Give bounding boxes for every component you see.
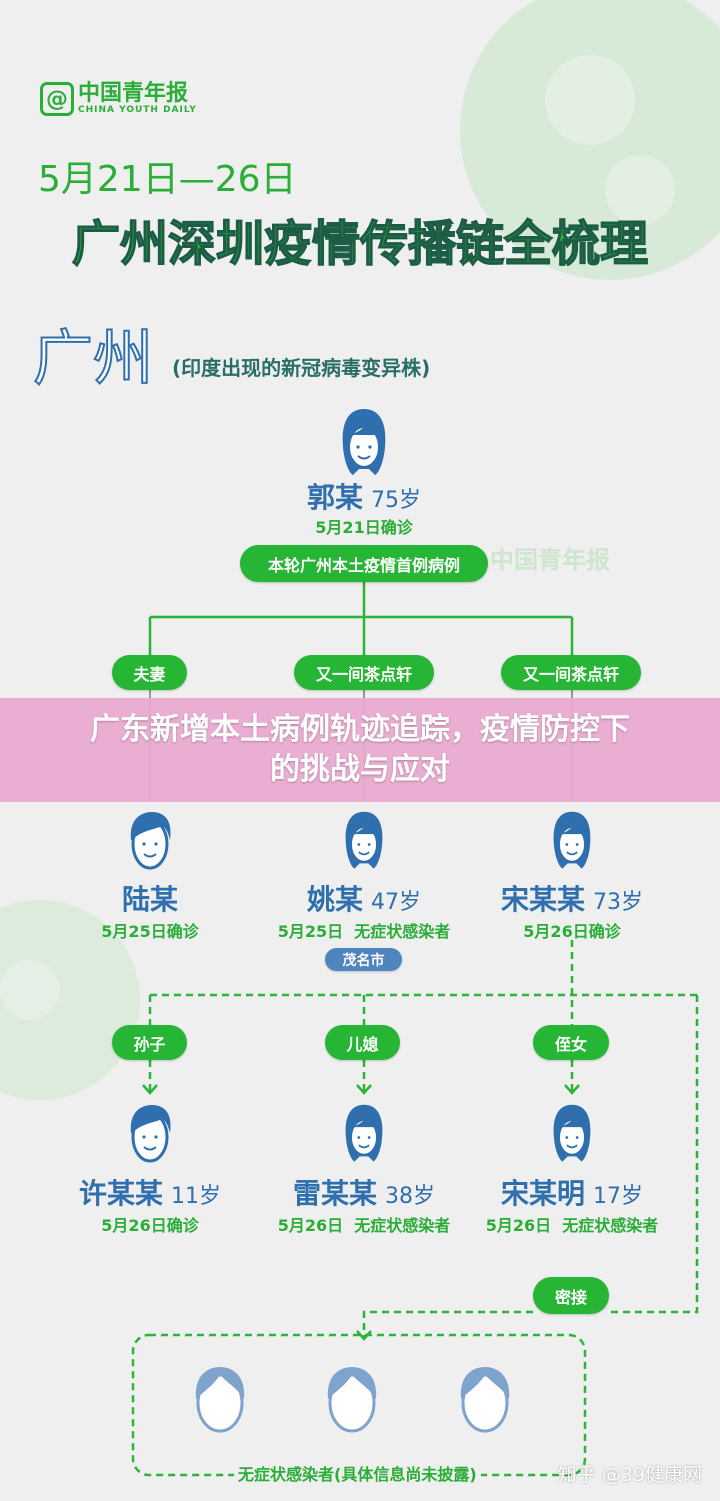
case-date: 5月26日 无症状感染者 [277,1216,451,1235]
group-label: 无症状感染者(具体信息尚未披露) [234,1461,481,1485]
case-date: 5月26日确诊 [101,1216,199,1235]
relation-pill: 侄女 [533,1025,609,1060]
headline-banner: 广东新增本土病例轨迹追踪，疫情防控下 的挑战与应对 [0,698,720,802]
case-date: 5月25日确诊 [101,922,199,941]
female-avatar-icon [345,811,383,869]
relation-pill: 夫妻 [112,655,187,690]
case-name: 陆某 [121,883,178,916]
case-date: 5月26日 无症状感染者 [485,1216,659,1235]
unknown-person-icon [460,1367,510,1433]
female-avatar-icon [553,811,591,869]
relation-pill: 又一间茶点轩 [294,655,434,690]
male-avatar-icon [130,1105,171,1163]
logo-watermark: 中国青年报 [490,546,610,574]
virus-decoration [460,0,720,280]
relation-pill: 儿媳 [325,1025,400,1060]
section-subtitle: (印度出现的新冠病毒变异株) [172,356,431,380]
relation-pill: 又一间茶点轩 [501,655,641,690]
female-avatar-icon [342,409,386,475]
banner-line-2: 的挑战与应对 [270,752,450,787]
at-icon: @ [40,82,74,116]
unknown-person-icon [327,1367,377,1433]
case-date: 5月25日 无症状感染者 [277,922,451,941]
unknown-person-icon [195,1367,245,1433]
source-watermark: 知乎 @39健康网 [557,1464,702,1486]
first-case-tag: 本轮广州本土疫情首例病例 [240,545,488,582]
relation-pill: 孙子 [112,1025,187,1060]
case-date: 5月26日确诊 [523,922,621,941]
female-avatar-icon [345,1104,383,1162]
date-range: 5月21日—26日 [38,159,297,200]
section-city: 广州 [32,323,154,395]
root-date: 5月21日确诊 [315,518,413,537]
male-avatar-icon [130,812,171,870]
female-avatar-icon [553,1104,591,1162]
virus-decoration [0,900,140,1100]
china-youth-daily-logo: @ 中国青年报 CHINA YOUTH DAILY [40,82,197,116]
page-title: 广州深圳疫情传播链全梳理 [71,215,649,273]
location-tag: 茂名市 [325,948,402,971]
logo-cn: 中国青年报 [78,81,189,106]
logo-en: CHINA YOUTH DAILY [78,105,197,115]
banner-line-1: 广东新增本土病例轨迹追踪，疫情防控下 [90,712,630,747]
close-contact-pill: 密接 [533,1277,609,1314]
